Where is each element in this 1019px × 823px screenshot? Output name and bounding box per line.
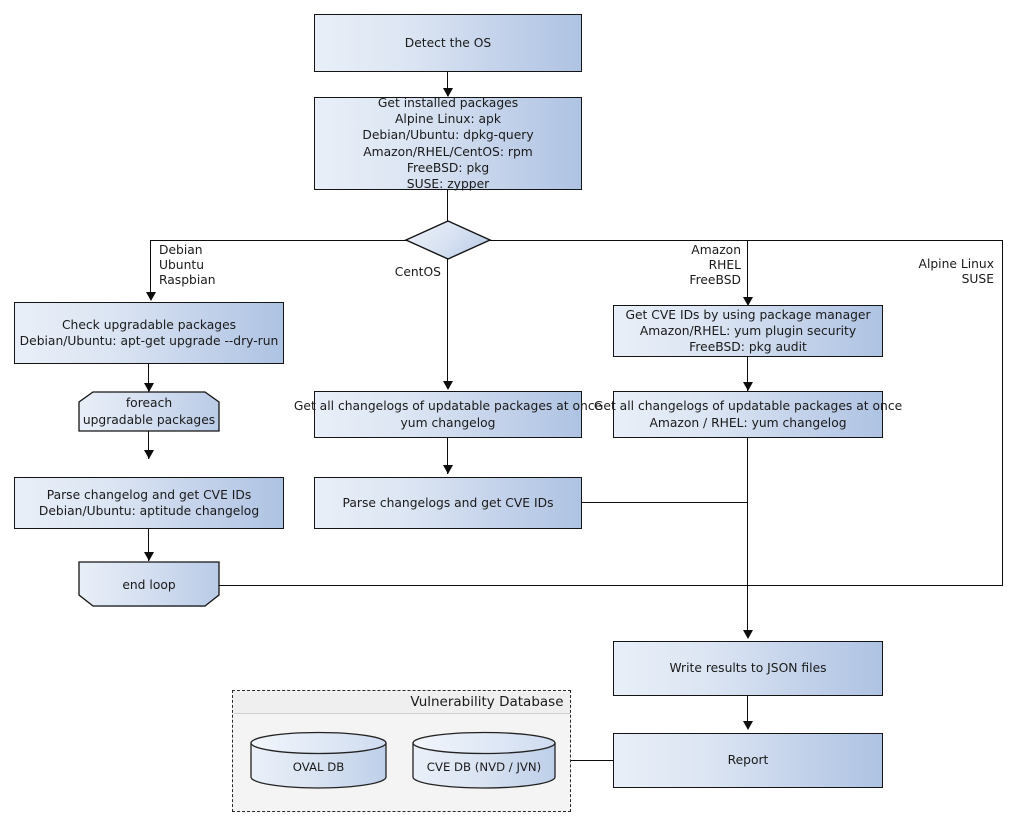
edge-decision-right-h <box>490 239 1003 241</box>
node-changelogs-centos-label: Get all changelogs of updatable packages… <box>292 398 604 430</box>
db-cve-label: CVE DB (NVD / JVN) <box>426 760 542 774</box>
branch-label-amazon: Amazon RHEL FreeBSD <box>655 243 741 288</box>
pkg-line-3: Amazon/RHEL/CentOS: rpm <box>363 144 533 159</box>
pkg-line-5: SUSE: zypper <box>406 176 490 191</box>
node-changelogs-centos[interactable]: Get all changelogs of updatable packages… <box>294 391 602 438</box>
edge-cve-ids-to-changelogs-amazon <box>747 357 749 391</box>
node-report-label: Report <box>727 753 769 768</box>
arrow-foreach-to-parse <box>143 450 154 459</box>
edge-write-results-to-report <box>747 696 749 726</box>
arrow-trunk-to-write-results <box>742 630 753 639</box>
db-oval-shape <box>250 731 387 789</box>
edge-decision-left-h <box>150 239 408 241</box>
node-parse-changelog-debian[interactable]: Parse changelog and get CVE IDs Debian/U… <box>14 477 284 529</box>
edge-foreach-to-parse <box>148 431 150 459</box>
node-end-loop-label: end loop <box>122 577 176 592</box>
branch-amazon-1: RHEL <box>708 258 741 272</box>
edge-decision-alpine-v <box>1002 239 1004 586</box>
group-vulnerability-database-title-bar: Vulnerability Database <box>233 691 570 714</box>
arrow-centos-changelogs-to-parse <box>442 465 453 474</box>
branch-label-debian: Debian Ubuntu Raspbian <box>159 243 216 288</box>
node-parse-changelogs-centos-label: Parse changelogs and get CVE IDs <box>342 495 554 510</box>
arrow-decision-to-check-upgradable <box>145 292 156 301</box>
group-vulnerability-database-title: Vulnerability Database <box>410 694 564 710</box>
arrow-decision-to-cve-ids <box>742 297 753 306</box>
parse-deb-line-0: Parse changelog and get CVE IDs <box>46 487 252 502</box>
check-line-1: Debian/Ubuntu: apt-get upgrade --dry-run <box>19 334 279 348</box>
cve-pm-line-1: Amazon/RHEL: yum plugin security <box>639 323 857 338</box>
node-cve-ids-package-manager-label: Get CVE IDs by using package manager Ama… <box>614 307 882 356</box>
node-parse-changelog-debian-label: Parse changelog and get CVE IDs Debian/U… <box>15 487 283 519</box>
db-oval-label: OVAL DB <box>292 760 345 774</box>
node-foreach-loop-label: foreach upgradable packages <box>79 395 219 428</box>
edge-installed-to-decision <box>447 190 449 223</box>
node-check-upgradable[interactable]: Check upgradable packages Debian/Ubuntu:… <box>14 302 284 364</box>
node-changelogs-amazon-label: Get all changelogs of updatable packages… <box>592 398 904 430</box>
edge-decision-centos <box>447 258 449 386</box>
arrow-detect-to-installed <box>442 88 453 97</box>
centos-changelog-line-1: yum changelog <box>400 415 496 430</box>
node-check-upgradable-label: Check upgradable packages Debian/Ubuntu:… <box>15 317 283 349</box>
pkg-line-1: Alpine Linux: apk <box>395 112 501 127</box>
branch-label-centos: CentOS <box>355 265 441 280</box>
node-report[interactable]: Report <box>613 733 883 788</box>
branch-amazon-2: FreeBSD <box>689 273 741 287</box>
edge-parse-centos-to-trunk <box>582 502 748 504</box>
pkg-line-2: Debian/Ubuntu: dpkg-query <box>362 128 534 143</box>
edge-check-to-foreach <box>148 364 150 392</box>
node-write-results[interactable]: Write results to JSON files <box>613 641 883 696</box>
branch-debian-1: Ubuntu <box>159 258 205 272</box>
edge-decision-left-v <box>150 239 152 296</box>
node-write-results-label: Write results to JSON files <box>669 661 827 676</box>
centos-changelog-line-0: Get all changelogs of updatable packages… <box>293 399 603 414</box>
check-line-0: Check upgradable packages <box>61 317 237 332</box>
pkg-line-4: FreeBSD: pkg <box>406 160 490 175</box>
node-changelogs-amazon[interactable]: Get all changelogs of updatable packages… <box>594 391 902 438</box>
edge-detect-to-installed <box>447 72 449 96</box>
db-cve-shape <box>412 731 556 789</box>
amazon-changelog-line-1: Amazon / RHEL: yum changelog <box>649 415 847 430</box>
amazon-changelog-line-0: Get all changelogs of updatable packages… <box>593 399 903 414</box>
foreach-line-0: foreach <box>125 395 173 410</box>
branch-centos-0: CentOS <box>394 265 441 279</box>
branch-label-alpine: Alpine Linux SUSE <box>880 257 994 287</box>
edge-trunk-to-write-results <box>747 438 749 634</box>
arrow-decision-to-changelogs-centos <box>442 381 453 390</box>
cve-pm-line-2: FreeBSD: pkg audit <box>689 340 807 355</box>
edge-centos-changelogs-to-parse <box>447 438 449 474</box>
os-decision-outline <box>404 220 492 260</box>
pkg-line-0: Get installed packages <box>377 95 519 110</box>
foreach-line-1: upgradable packages <box>82 412 216 427</box>
arrow-parse-to-endloop <box>143 552 154 561</box>
node-get-installed-packages-label: Get installed packages Alpine Linux: apk… <box>315 95 581 192</box>
arrow-write-results-to-report <box>742 721 753 730</box>
node-detect-os-label: Detect the OS <box>404 35 492 50</box>
arrow-check-to-foreach <box>143 383 154 392</box>
edge-decision-amazon-v <box>747 239 749 302</box>
branch-debian-0: Debian <box>159 243 203 257</box>
node-foreach-loop[interactable]: foreach upgradable packages <box>79 392 219 431</box>
branch-amazon-0: Amazon <box>691 243 741 257</box>
edge-parse-to-endloop <box>148 529 150 561</box>
arrow-cve-ids-to-changelogs-amazon <box>742 382 753 391</box>
branch-debian-2: Raspbian <box>159 273 216 287</box>
node-get-installed-packages[interactable]: Get installed packages Alpine Linux: apk… <box>314 95 582 192</box>
db-oval[interactable]: OVAL DB <box>250 731 387 789</box>
db-cve[interactable]: CVE DB (NVD / JVN) <box>412 731 556 789</box>
node-detect-os[interactable]: Detect the OS <box>314 14 582 72</box>
parse-deb-line-1: Debian/Ubuntu: aptitude changelog <box>38 504 260 518</box>
branch-alpine-0: Alpine Linux <box>918 257 994 271</box>
node-cve-ids-package-manager[interactable]: Get CVE IDs by using package manager Ama… <box>613 305 883 357</box>
node-parse-changelogs-centos[interactable]: Parse changelogs and get CVE IDs <box>314 477 582 529</box>
cve-pm-line-0: Get CVE IDs by using package manager <box>625 307 871 322</box>
edge-endloop-to-trunk <box>219 584 1003 586</box>
node-end-loop[interactable]: end loop <box>79 562 219 607</box>
edge-vuln-db-to-report <box>570 760 614 762</box>
branch-alpine-1: SUSE <box>961 272 994 286</box>
